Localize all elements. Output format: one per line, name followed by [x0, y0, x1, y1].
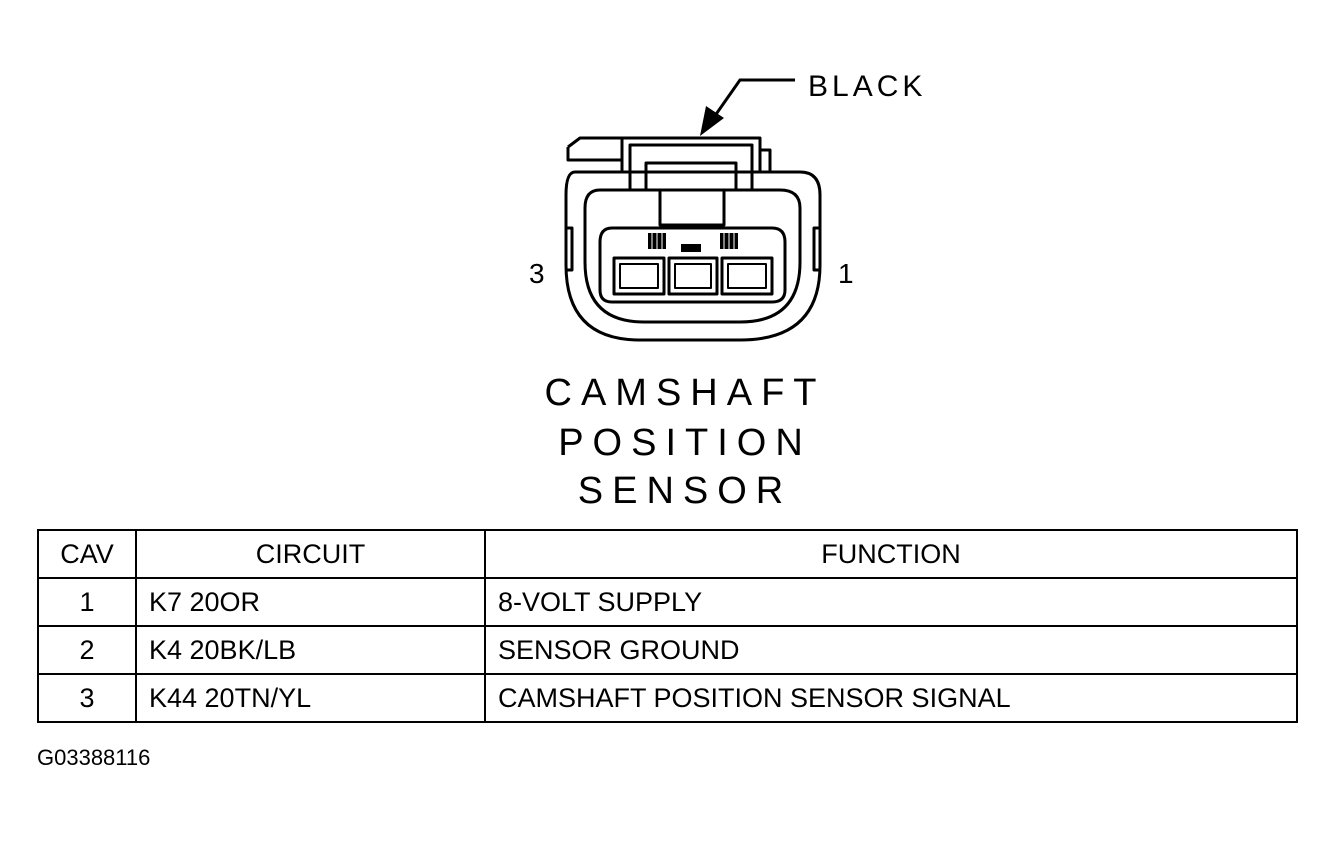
cav-cell: 2 — [37, 625, 137, 675]
table-row: 1 K7 20OR 8-VOLT SUPPLY — [37, 577, 1298, 627]
circuit-cell: K44 20TN/YL — [135, 673, 486, 723]
color-callout-label: BLACK — [808, 70, 927, 103]
callout-leader — [710, 78, 795, 121]
connector-inner-shell — [583, 188, 802, 324]
function-cell: CAMSHAFT POSITION SENSOR SIGNAL — [484, 673, 1298, 723]
terminal-frame — [598, 226, 787, 304]
cavity-1-label: 1 — [838, 258, 854, 289]
component-title-line-1: CAMSHAFT — [544, 372, 826, 414]
pinout-table: CAV CIRCUIT FUNCTION 1 K7 20OR 8-VOLT SU… — [37, 529, 1298, 723]
connector-latch — [620, 136, 762, 172]
cavity-3-label: 3 — [529, 258, 545, 289]
circuit-cell: K4 20BK/LB — [135, 625, 486, 675]
table-row: 2 K4 20BK/LB SENSOR GROUND — [37, 625, 1298, 675]
table-row: 3 K44 20TN/YL CAMSHAFT POSITION SENSOR S… — [37, 673, 1298, 723]
callout-arrowhead — [700, 106, 724, 136]
cav-cell: 3 — [37, 673, 137, 723]
function-cell: SENSOR GROUND — [484, 625, 1298, 675]
terminal-cavity-2 — [667, 256, 719, 296]
figure-id: G03388116 — [37, 745, 151, 770]
header-circuit: CIRCUIT — [135, 529, 486, 579]
connector-outer-shell — [564, 170, 822, 342]
header-cav: CAV — [37, 529, 137, 579]
terminal-cavity-1 — [720, 256, 774, 296]
function-cell: 8-VOLT SUPPLY — [484, 577, 1298, 627]
circuit-cell: K7 20OR — [135, 577, 486, 627]
cav-cell: 1 — [37, 577, 137, 627]
header-function: FUNCTION — [484, 529, 1298, 579]
table-header-row: CAV CIRCUIT FUNCTION — [37, 529, 1298, 579]
terminal-cavity-3 — [612, 256, 666, 296]
component-title-line-2: POSITION — [558, 422, 812, 464]
component-title-line-3: SENSOR — [577, 470, 793, 512]
